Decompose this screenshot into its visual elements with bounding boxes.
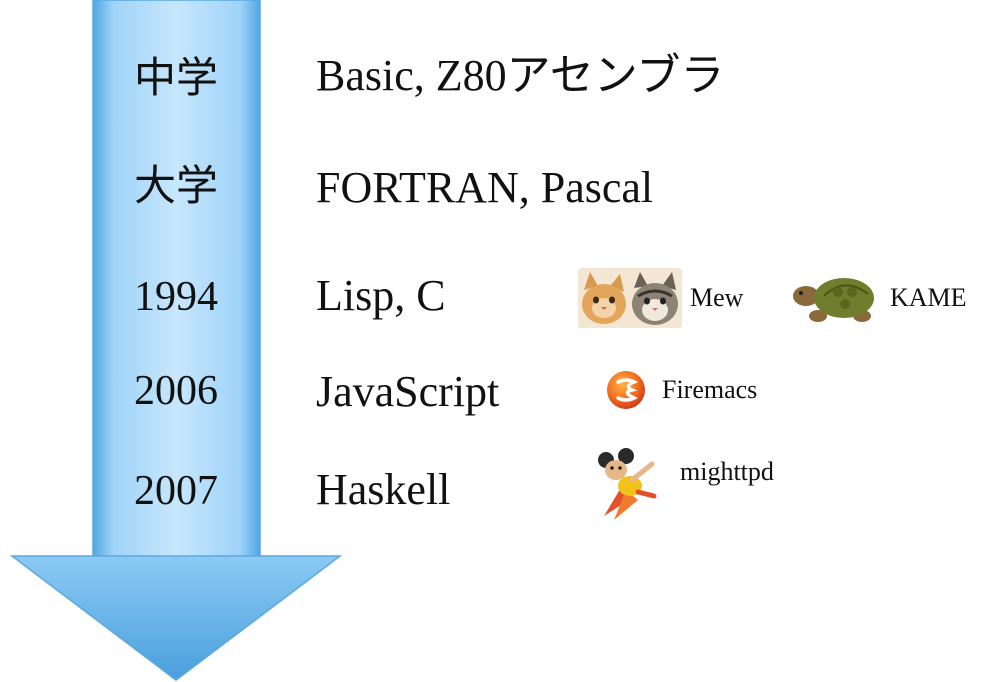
languages-label: FORTRAN, Pascal xyxy=(316,163,654,212)
timeline-row: 1994 Lisp, C Mew xyxy=(0,268,1000,358)
period-label: 大学 xyxy=(133,164,218,210)
tool-label: Firemacs xyxy=(662,375,758,404)
timeline-row: 2007 Haskell mighttpd xyxy=(0,446,1000,536)
tool-firemacs: Firemacs xyxy=(604,368,757,412)
timeline-arrow xyxy=(9,0,343,681)
languages-label: Basic, Z80アセンブラ xyxy=(316,51,725,100)
languages-label: Haskell xyxy=(316,465,451,514)
period-label: 2007 xyxy=(134,468,218,514)
mighty-mouse-icon xyxy=(598,448,657,520)
cats-icon xyxy=(578,268,682,328)
firemacs-icon xyxy=(607,371,645,409)
languages-label: JavaScript xyxy=(316,367,500,416)
timeline-row: 中学 Basic, Z80アセンブラ xyxy=(0,48,1000,138)
tool-kame: KAME xyxy=(790,268,967,328)
period-label: 中学 xyxy=(133,56,218,102)
turtle-icon xyxy=(793,278,874,322)
tool-mew: Mew xyxy=(578,268,743,328)
tool-mighttpd: mighttpd xyxy=(592,446,774,522)
period-label: 2006 xyxy=(134,368,218,414)
tool-label: Mew xyxy=(690,283,744,312)
timeline-row: 大学 FORTRAN, Pascal xyxy=(0,160,1000,250)
arrow-shaft xyxy=(92,0,261,561)
arrow-head xyxy=(9,555,343,681)
timeline-row: 2006 JavaScript Firemacs xyxy=(0,362,1000,452)
languages-label: Lisp, C xyxy=(316,271,446,320)
tool-label: KAME xyxy=(890,283,967,312)
period-label: 1994 xyxy=(134,274,218,320)
tool-label: mighttpd xyxy=(680,457,774,486)
